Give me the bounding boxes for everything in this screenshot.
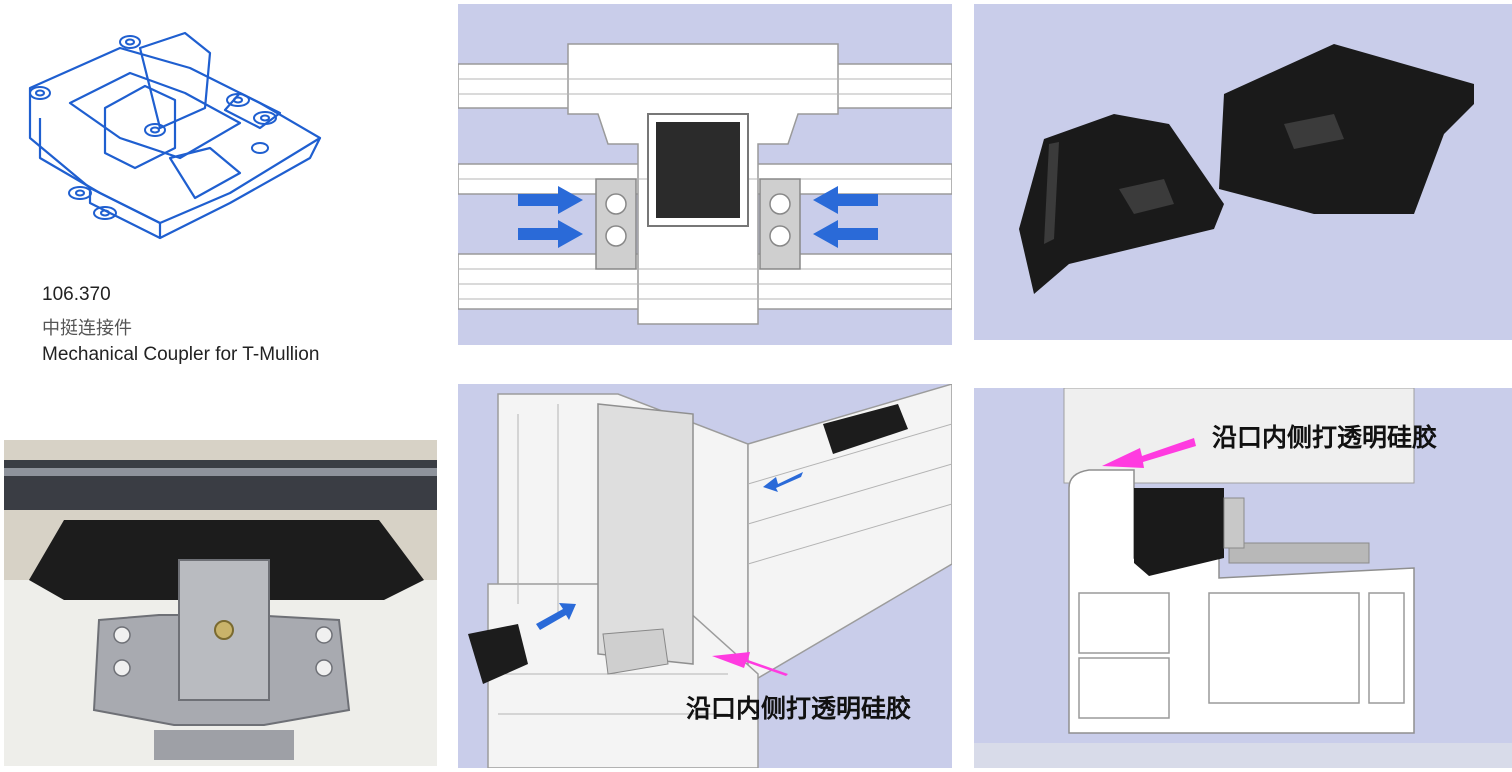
sealant-note-right: 沿口内侧打透明硅胶	[1212, 423, 1438, 452]
cross-section-panel	[458, 4, 952, 345]
sealant-note-center: 沿口内侧打透明硅胶	[686, 694, 912, 723]
end-caps-panel	[974, 4, 1512, 340]
part-name-en: Mechanical Coupler for T-Mullion	[42, 344, 320, 365]
part-drawing-panel: 106.370 中挺连接件 Mechanical Coupler for T-M…	[10, 8, 410, 378]
mullion-cross-section	[458, 43, 952, 325]
sill-cross-section	[974, 388, 1512, 768]
coupler-line-drawing	[28, 31, 322, 240]
sill-section-panel: 沿口内侧打透明硅胶	[974, 388, 1512, 768]
part-code: 106.370	[42, 284, 111, 305]
mullion-3d-section	[468, 384, 952, 768]
black-end-caps	[1019, 44, 1474, 294]
installed-coupler-photo	[4, 440, 437, 766]
sectional-view-panel: 沿口内侧打透明硅胶	[458, 384, 952, 768]
part-name-cn: 中挺连接件	[42, 318, 132, 339]
coupler-photo-illustration	[4, 440, 437, 766]
